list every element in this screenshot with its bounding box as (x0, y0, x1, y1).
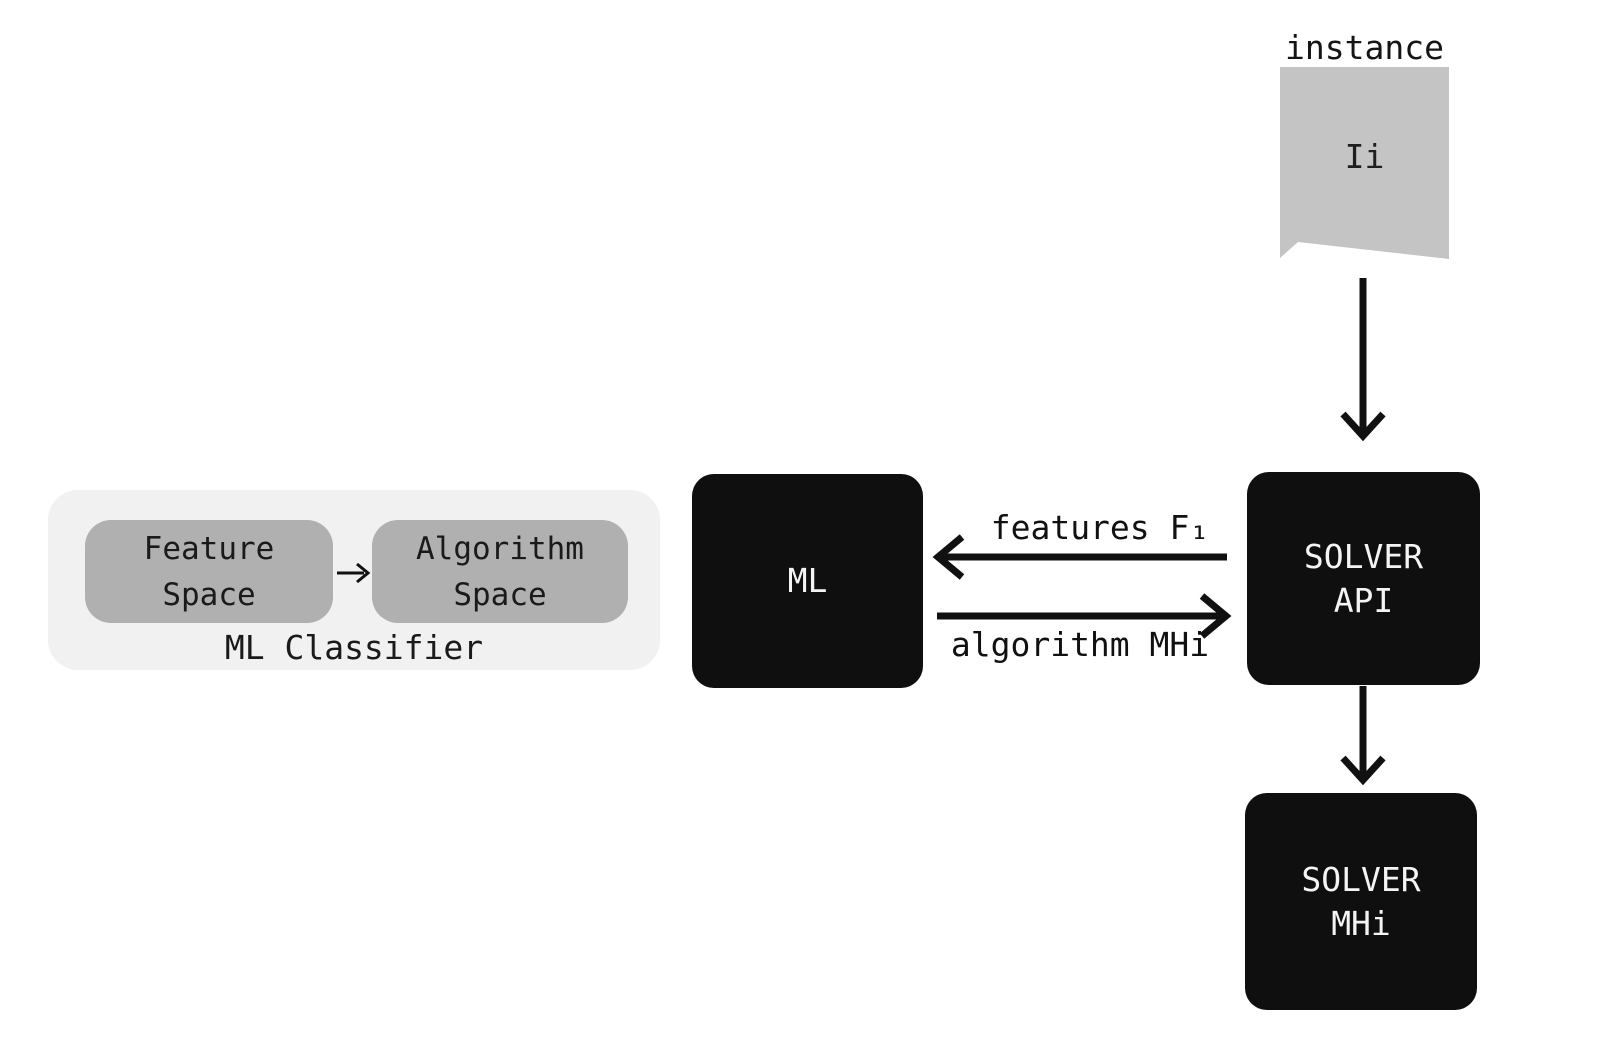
instance-value: Ii (1344, 136, 1385, 176)
algorithm-space-line1: Algorithm (416, 530, 584, 567)
ml-box-label: ML (787, 561, 828, 600)
feature-space-line1: Feature (143, 530, 275, 567)
algorithm-space-line2: Space (453, 576, 547, 613)
solver-mhi-box: SOLVER MHi (1245, 793, 1477, 1010)
features-edge-label: features F₁ (990, 507, 1210, 547)
algorithm-edge-label: algorithm MHi (950, 624, 1210, 664)
algorithm-space-box: Algorithm Space (372, 520, 628, 623)
feature-space-line2: Space (162, 576, 256, 613)
solver-api-line2: API (1333, 580, 1394, 620)
instance-banner: Ii (1280, 67, 1449, 259)
ml-box: ML (692, 474, 923, 688)
solver-api-to-solver-mhi-arrow (1340, 686, 1386, 786)
solver-mhi-line1: SOLVER (1301, 859, 1421, 899)
instance-to-solver-api-arrow (1340, 278, 1386, 442)
ml-classifier-label: ML Classifier (224, 627, 484, 667)
solver-mhi-line2: MHi (1331, 903, 1391, 943)
instance-label: instance (1285, 27, 1444, 67)
solver-api-line1: SOLVER (1303, 536, 1424, 576)
feature-space-box: Feature Space (85, 520, 333, 623)
solver-api-box: SOLVER API (1247, 472, 1480, 685)
